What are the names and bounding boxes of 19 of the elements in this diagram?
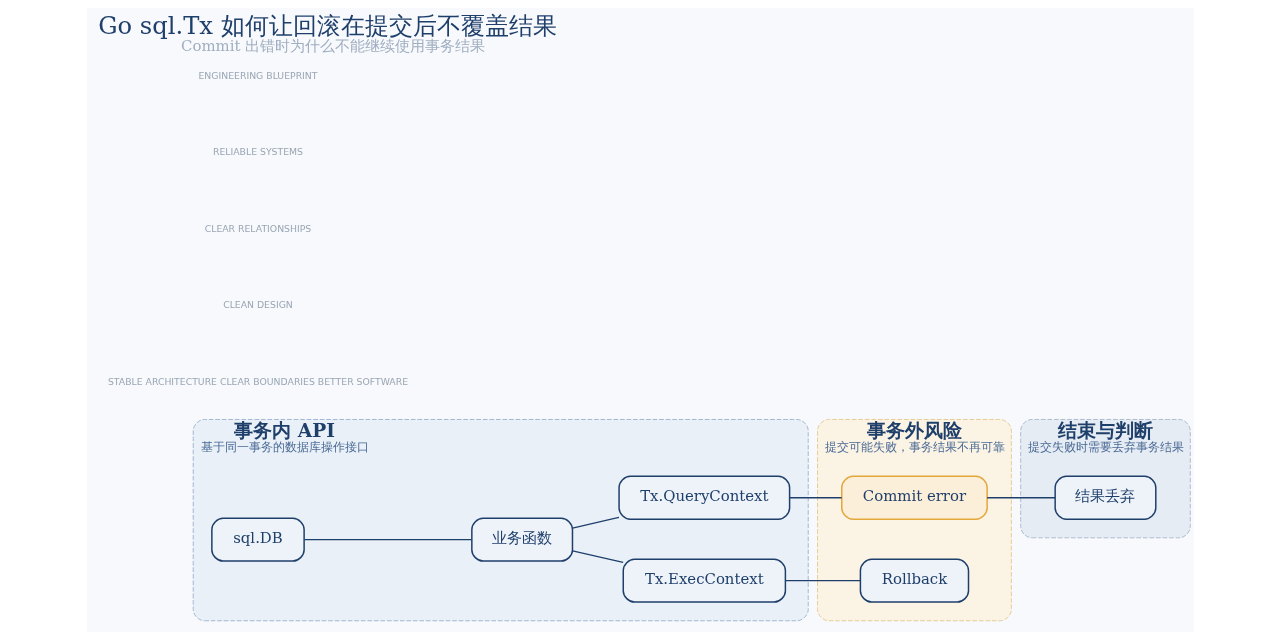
label: RELIABLE SYSTEMS [212,146,303,158]
node-box: Rollback [859,558,969,603]
connector [571,516,620,529]
diagram-title: Go sql.Tx 如何让回滚在提交后不覆盖结果 [97,11,557,40]
node-box: 业务函数 [470,517,573,562]
connector [788,497,842,499]
node-box: Commit error [840,475,988,520]
label: CLEAR RELATIONSHIPS [204,222,311,234]
label: CLEAN DESIGN [222,299,293,311]
node-box: 结果丢弃 [1053,475,1157,520]
label: STABLE ARCHITECTURE CLEAR BOUNDARIES BETTER SOFTWARE [107,375,408,387]
node-box: Tx.ExecContext [622,558,786,603]
label: ENGINEERING BLUEPRINT [197,69,317,81]
connector [986,497,1056,499]
node-box: sql.DB [210,517,305,562]
connector [571,550,624,564]
connector [784,580,861,582]
node-box: Tx.QueryContext [617,475,790,520]
connector [303,539,472,541]
